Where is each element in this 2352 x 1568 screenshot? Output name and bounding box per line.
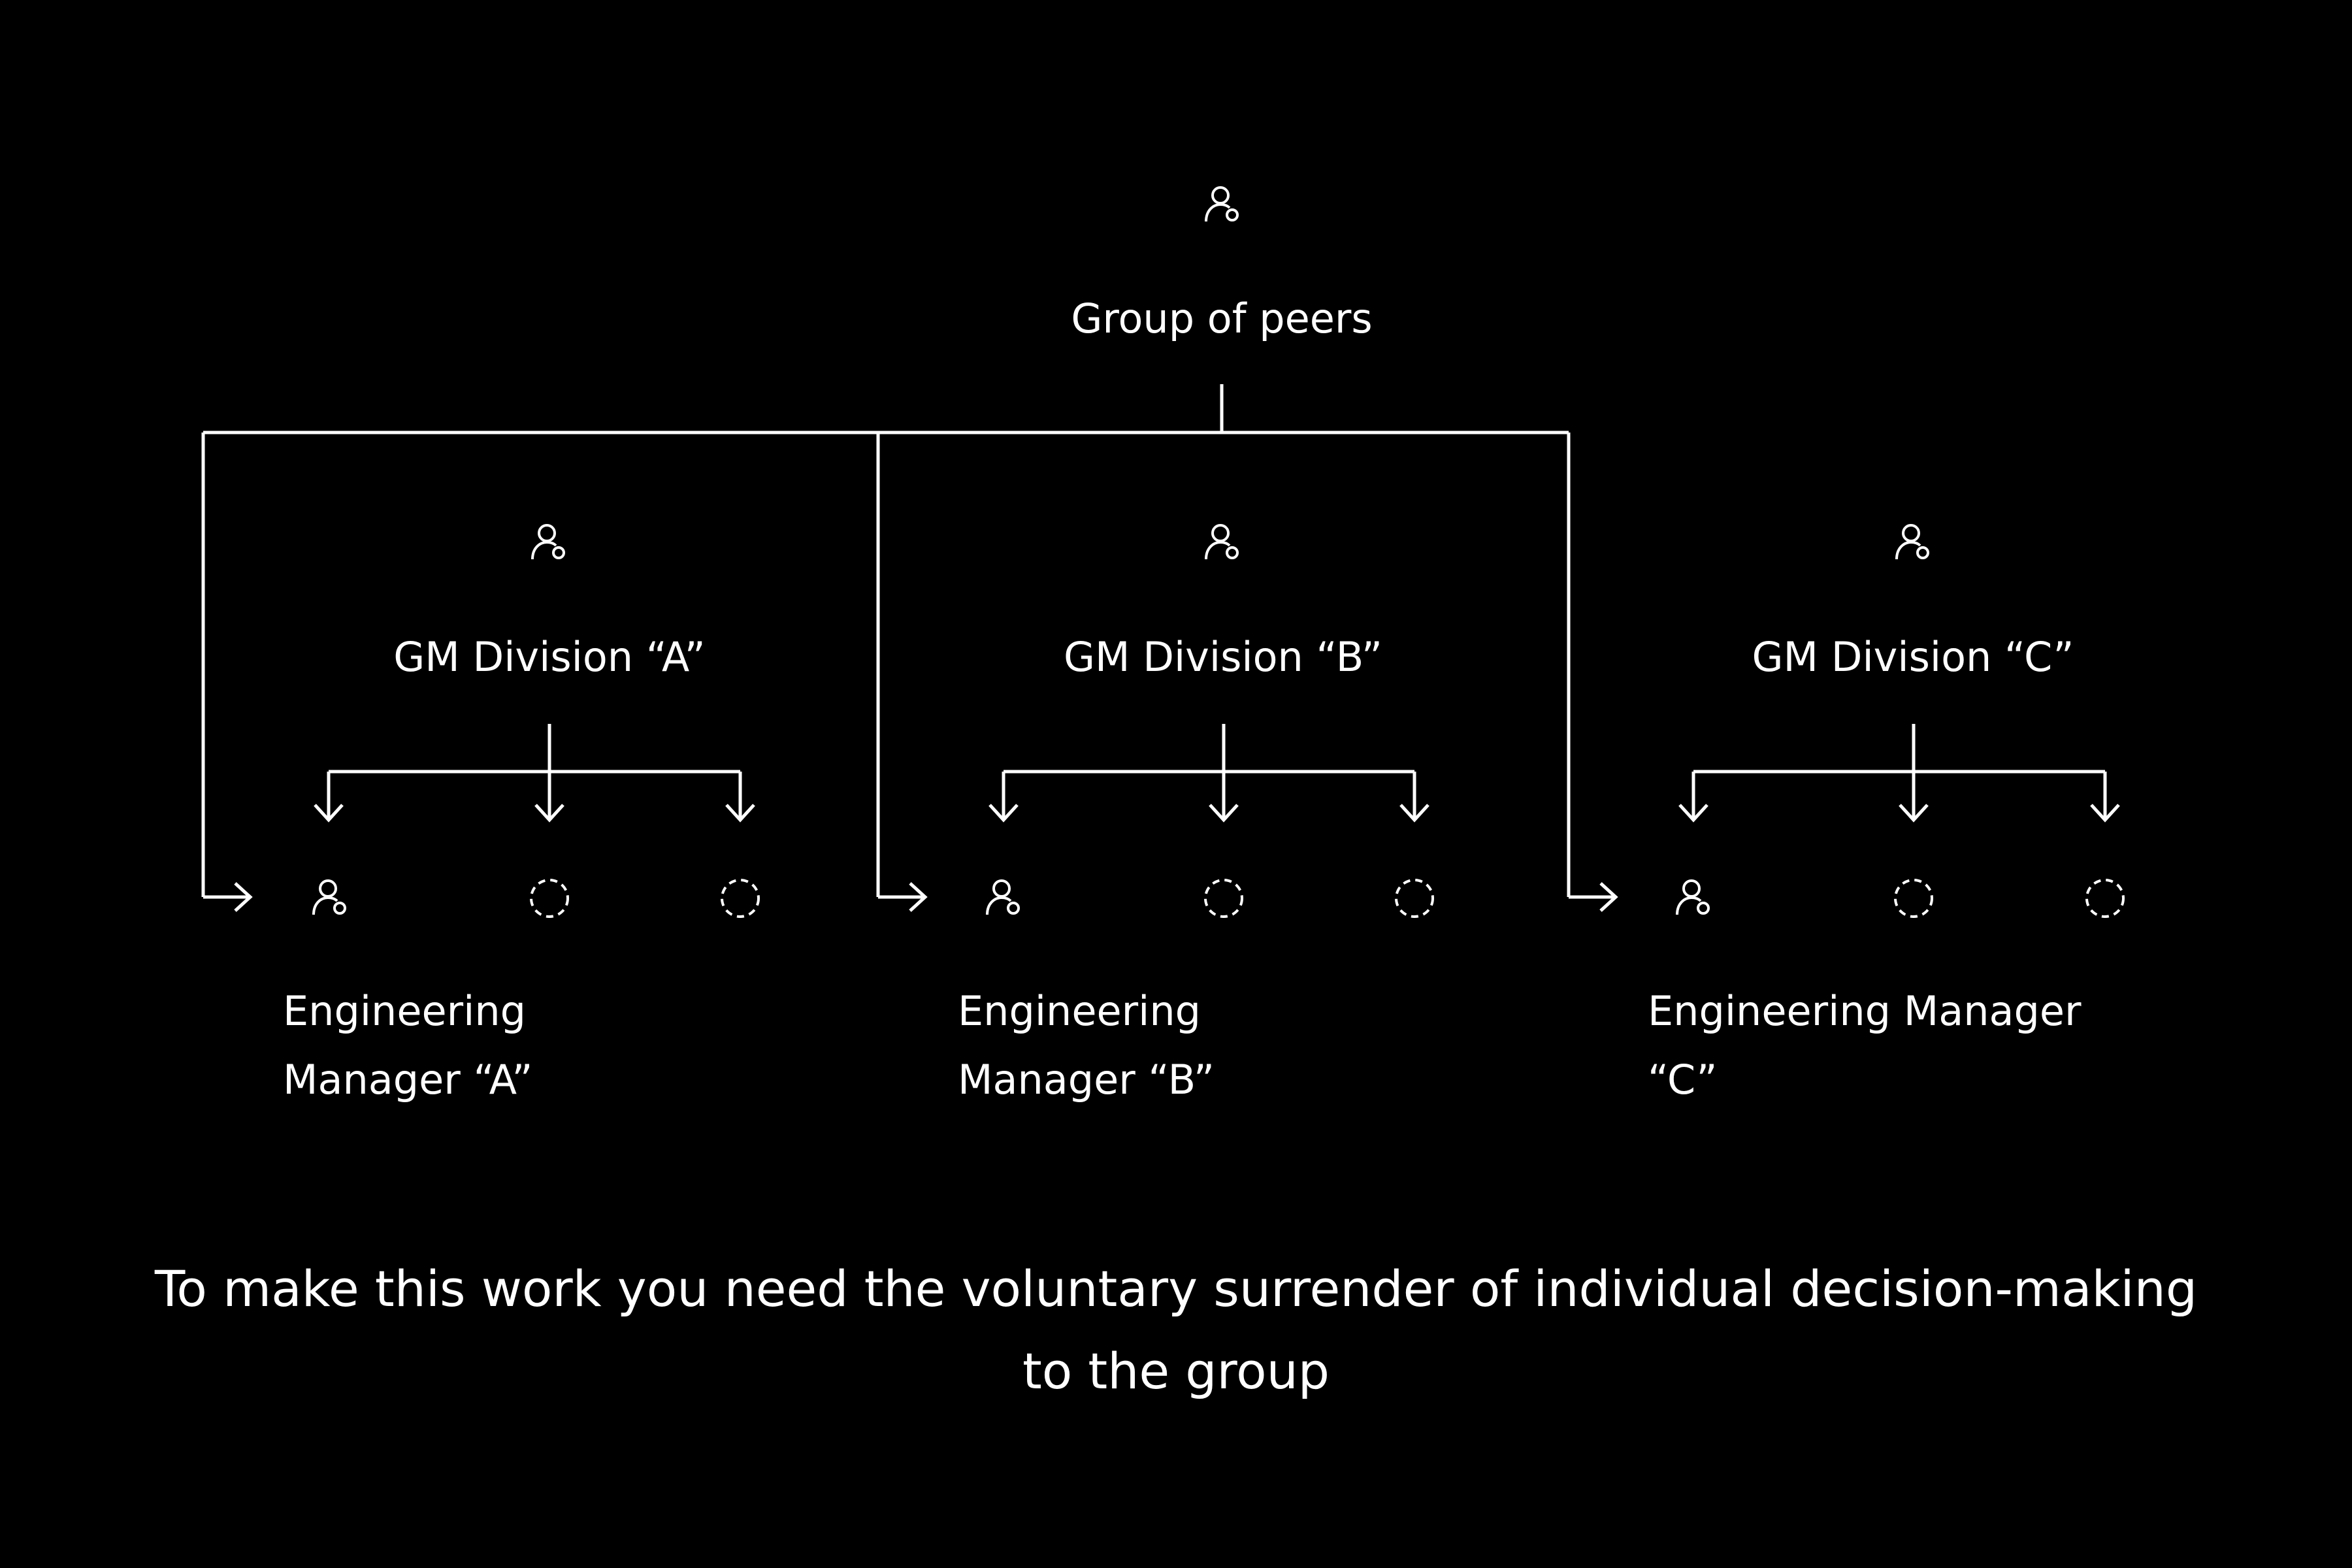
gm-division-c-label: GM Division “C” bbox=[1752, 633, 2074, 681]
user-settings-icon bbox=[986, 879, 1020, 915]
dashed-circle-icon bbox=[721, 879, 760, 918]
division-c-fanout bbox=[1678, 724, 2120, 823]
gm-division-a-label: GM Division “A” bbox=[393, 633, 706, 681]
dashed-circle-icon bbox=[1204, 879, 1243, 918]
dashed-circle-icon bbox=[1395, 879, 1434, 918]
gm-division-b-label: GM Division “B” bbox=[1063, 633, 1383, 681]
dashed-circle-icon bbox=[1894, 879, 1933, 918]
user-settings-icon bbox=[531, 524, 565, 560]
peer-group-label: Group of peers bbox=[1071, 295, 1373, 342]
engineering-manager-a-label: Engineering Manager “A” bbox=[283, 987, 533, 1104]
peer-group-connector bbox=[201, 384, 1618, 912]
dashed-circle-icon bbox=[2085, 879, 2125, 918]
user-settings-icon bbox=[1895, 524, 1929, 560]
division-a-fanout bbox=[314, 724, 755, 823]
caption: To make this work you need the voluntary… bbox=[154, 1260, 2198, 1400]
engineering-manager-b-label: Engineering Manager “B” bbox=[958, 987, 1215, 1104]
user-settings-icon bbox=[312, 879, 346, 915]
division-b-fanout bbox=[988, 724, 1429, 823]
user-settings-icon bbox=[1205, 524, 1239, 560]
user-settings-icon bbox=[1676, 879, 1710, 915]
engineering-manager-c-label: Engineering Manager “C” bbox=[1648, 987, 2082, 1104]
dashed-circle-icon bbox=[530, 879, 569, 918]
user-settings-icon bbox=[1205, 186, 1239, 222]
